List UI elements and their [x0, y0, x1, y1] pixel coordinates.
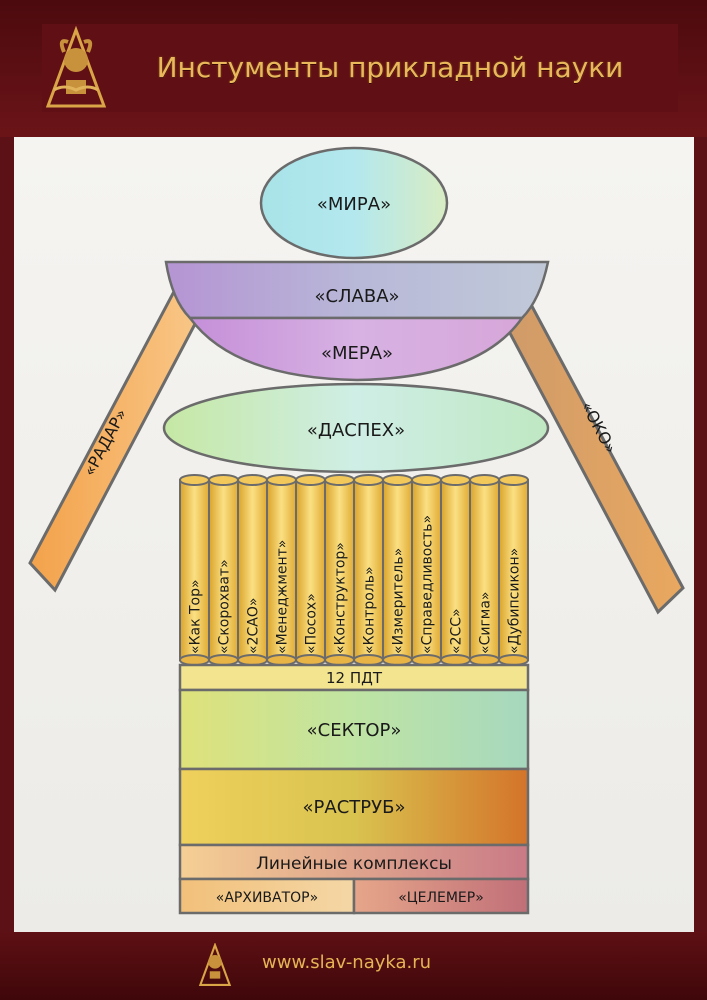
pillar-bottom-cap	[324, 654, 355, 666]
pillar-top-cap	[237, 474, 268, 486]
page-title: Инстументы прикладной науки	[156, 51, 624, 84]
header-panel	[42, 24, 678, 112]
pillar	[179, 479, 210, 661]
pillar-label: «2СС»	[449, 608, 465, 654]
mira-label: «МИРА»	[317, 194, 391, 215]
daspeh-label: «ДАСПЕХ»	[307, 420, 405, 441]
site-url-link[interactable]: www.slav-nayka.ru	[262, 952, 432, 973]
pillar-top-cap	[324, 474, 355, 486]
pillar-top-cap	[440, 474, 471, 486]
mera-bowl	[187, 316, 525, 382]
pillar-bottom-cap	[266, 654, 297, 666]
pillar-bottom-cap	[498, 654, 529, 666]
pillar-top-cap	[295, 474, 326, 486]
arhivator-block	[178, 877, 356, 915]
sektor-label: «СЕКТОР»	[307, 720, 402, 741]
pillar-bottom-cap	[440, 654, 471, 666]
footer-logo-icon	[198, 943, 232, 986]
pillar-top-cap	[469, 474, 500, 486]
rastrub-label: «РАСТРУБ»	[303, 797, 406, 818]
sektor-block	[178, 688, 530, 771]
pillar-top-cap	[179, 474, 210, 486]
pillar-bottom-cap	[295, 654, 326, 666]
logo-icon	[45, 26, 107, 108]
pillar-label: «Скорохват»	[217, 559, 233, 654]
pillar-label: «Сигма»	[478, 591, 494, 654]
pillar-top-cap	[266, 474, 297, 486]
pillar-label: «2САО»	[246, 598, 262, 654]
pillar-top-cap	[382, 474, 413, 486]
footer-bar	[0, 932, 707, 1000]
lineinye-block	[178, 843, 530, 881]
pdt-band	[178, 663, 530, 692]
pillar-label: «Посох»	[304, 593, 320, 654]
pillar-top-cap	[498, 474, 529, 486]
pillar-label: «Измеритель»	[391, 548, 407, 654]
pillar-bottom-cap	[208, 654, 239, 666]
daspeh-ellipse	[162, 382, 550, 474]
pillar-label: «Справедливость»	[420, 515, 436, 654]
lineinye-label: Линейные комплексы	[256, 854, 452, 874]
pillar-top-cap	[208, 474, 239, 486]
pillar-bottom-cap	[411, 654, 442, 666]
mera-label: «МЕРА»	[321, 343, 393, 364]
arhivator-label: «АРХИВАТОР»	[216, 890, 318, 906]
pillar-bottom-cap	[469, 654, 500, 666]
pillar	[440, 479, 471, 661]
pillar-label: «Дубипсикон»	[507, 548, 523, 654]
pillar-label: «Как Тор»	[188, 579, 204, 654]
pillar-bottom-cap	[237, 654, 268, 666]
pillar-top-cap	[411, 474, 442, 486]
pillar-label: «Конструктор»	[333, 542, 349, 654]
mira-ellipse	[259, 146, 449, 260]
pillar-bottom-cap	[179, 654, 210, 666]
pdt-label: 12 ПДТ	[326, 669, 383, 687]
pillars-group: «Как Тор» «Скорохват» «2САО» «Менеджмент» «П…	[179, 474, 529, 666]
pillar-bottom-cap	[382, 654, 413, 666]
slava-label: «СЛАВА»	[314, 286, 399, 307]
pillar-top-cap	[353, 474, 384, 486]
celemer-label: «ЦЕЛЕМЕР»	[398, 890, 484, 906]
celemer-block	[352, 877, 530, 915]
pillar-bottom-cap	[353, 654, 384, 666]
pillar	[411, 479, 442, 661]
pillar-label: «Контроль»	[362, 566, 378, 654]
pillar-label: «Менеджмент»	[275, 540, 291, 654]
